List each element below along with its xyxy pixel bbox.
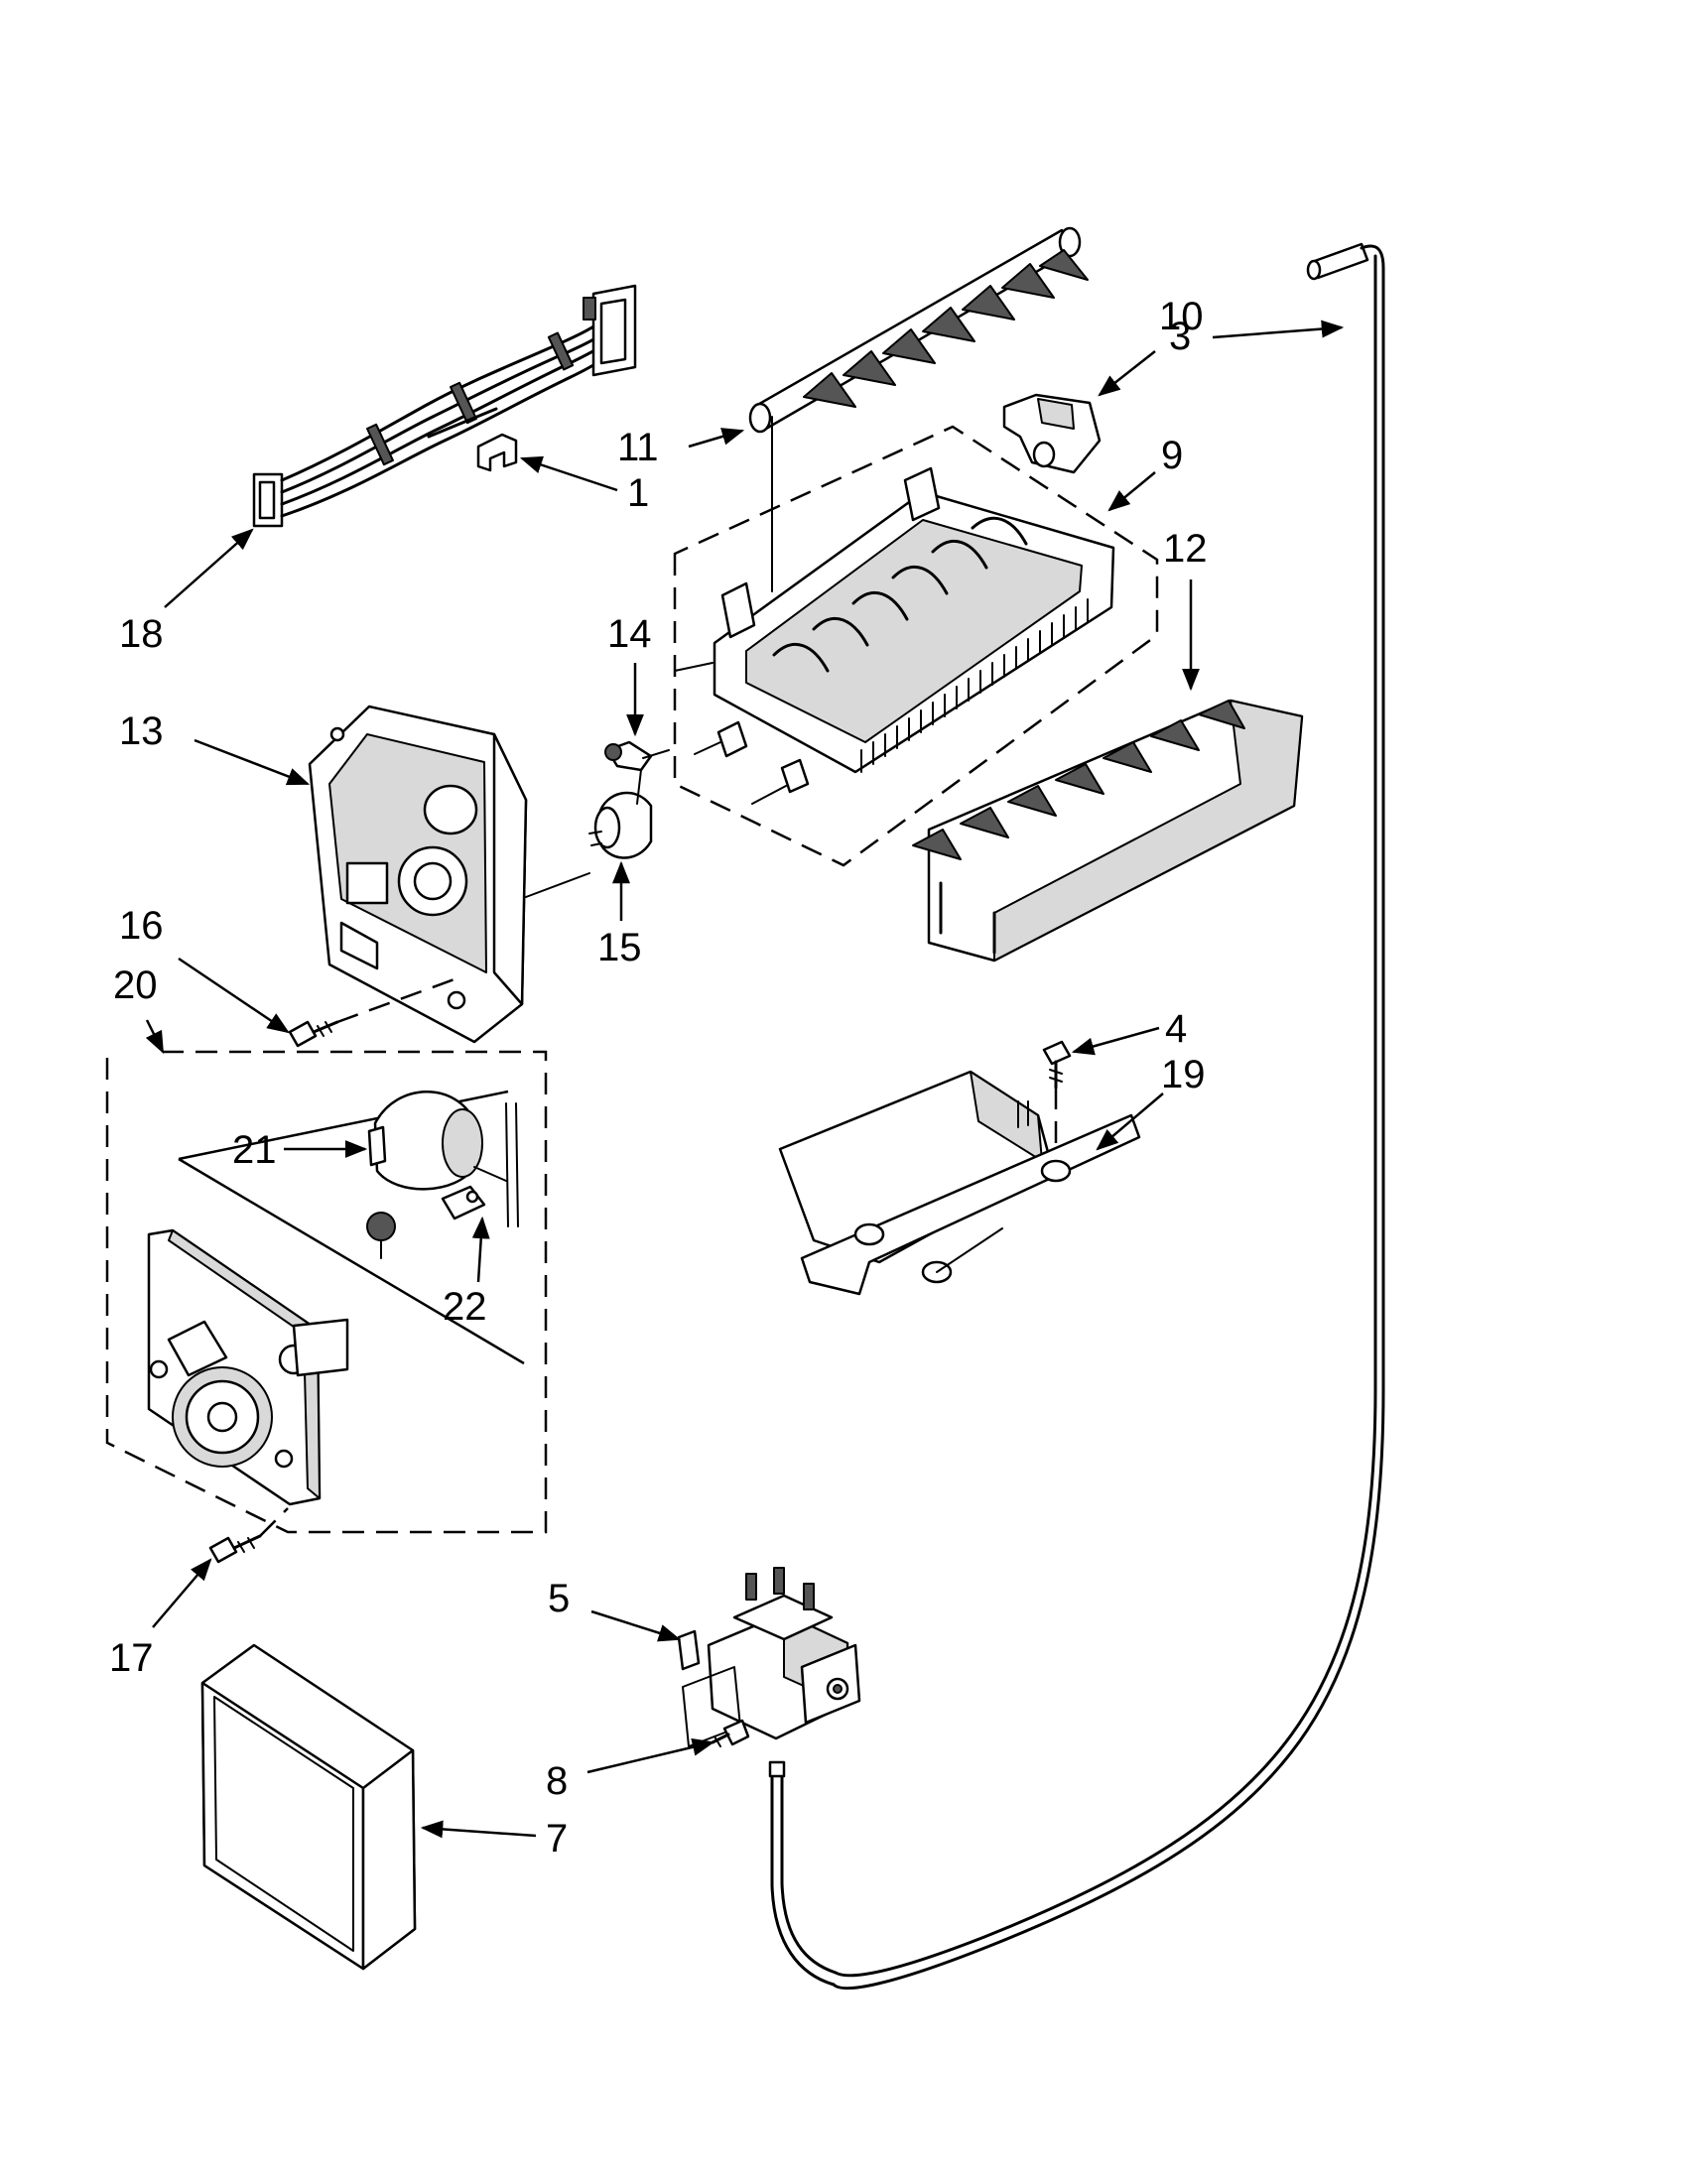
callout-19: 19 <box>1161 1053 1206 1096</box>
part-13-module-housing <box>308 705 590 1044</box>
callout-16: 16 <box>119 904 164 948</box>
part-4-screw <box>1042 1040 1072 1161</box>
leader-lines <box>145 320 1345 1839</box>
callout-8: 8 <box>546 1759 568 1803</box>
part-11-ejector <box>748 226 1089 434</box>
callout-12: 12 <box>1163 527 1208 571</box>
callout-21: 21 <box>232 1128 277 1172</box>
callout-14: 14 <box>607 612 652 656</box>
part-17-screw <box>208 1507 289 1564</box>
part-22-switch <box>441 1185 486 1220</box>
part-18-wire-harness <box>252 284 637 528</box>
callout-1: 1 <box>627 471 649 515</box>
part-14-clip <box>604 740 670 772</box>
part-3-fill-tube <box>768 242 1385 1991</box>
callout-5: 5 <box>548 1577 570 1620</box>
callout-20: 20 <box>113 964 158 1007</box>
callout-7: 7 <box>546 1817 568 1861</box>
callout-18: 18 <box>119 612 164 656</box>
part-15-thermostat <box>588 769 653 859</box>
part-21-motor <box>366 1091 519 1259</box>
part-10-fill-cup <box>1002 393 1102 474</box>
callout-labels: 1 3 4 5 7 8 9 10 11 12 13 14 15 16 17 18… <box>109 295 1208 1861</box>
part-16-screw <box>288 974 463 1048</box>
callout-22: 22 <box>443 1285 487 1329</box>
callout-10: 10 <box>1159 295 1204 338</box>
callout-13: 13 <box>119 709 164 753</box>
callout-4: 4 <box>1165 1007 1187 1051</box>
part-7-filter-box <box>200 1643 417 1971</box>
part-8-screw <box>711 1719 750 1747</box>
callout-15: 15 <box>597 926 642 969</box>
part-9-mold-assembly <box>673 416 1159 867</box>
part-20-motor-module <box>105 1050 548 1534</box>
callout-9: 9 <box>1161 434 1183 477</box>
part-1-clip <box>476 433 518 472</box>
callout-3: 3 <box>1169 315 1191 358</box>
callout-11: 11 <box>617 426 659 469</box>
part-12-ice-stripper <box>912 699 1304 963</box>
callout-17: 17 <box>109 1636 154 1680</box>
part-5-water-valve <box>677 1567 861 1747</box>
part-19-bracket <box>778 1070 1141 1296</box>
